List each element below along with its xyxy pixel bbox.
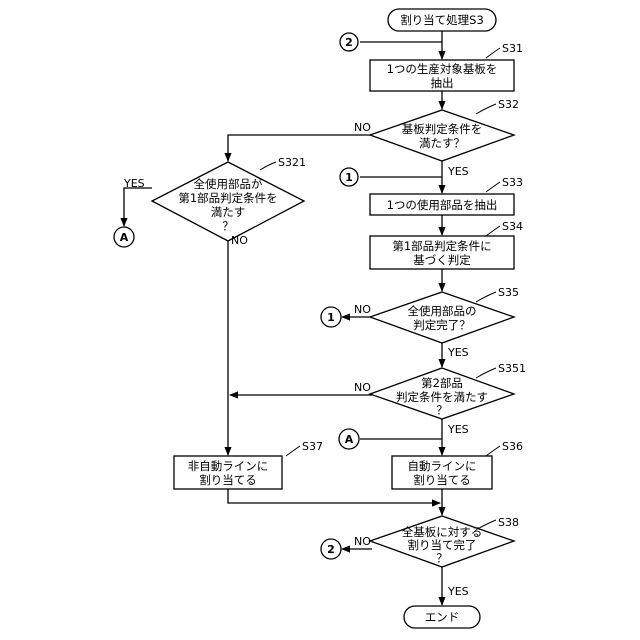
decision-s351: 第2部品 判定条件を満たす ？ S351 (370, 362, 526, 419)
connector-a-entry: A (339, 429, 359, 449)
connector-1-exit: 1 (321, 307, 341, 327)
connector-2-exit: 2 (321, 539, 341, 559)
start-label: 割り当て処理S3 (400, 13, 484, 27)
connector-a-exit: A (114, 227, 134, 247)
s351-id: S351 (498, 362, 526, 375)
s32-line1: 基板判定条件を (402, 122, 483, 136)
s32-no-label: NO (354, 121, 371, 134)
s34-line2: 基づく判定 (413, 253, 471, 267)
connector-a-entry-label: A (345, 433, 354, 446)
s31-id: S31 (502, 42, 523, 55)
s37-id: S37 (302, 440, 323, 453)
s38-line2: 割り当て完了 (408, 538, 477, 552)
s36-line2: 割り当てる (413, 473, 471, 487)
s38-line1: 全基板に対する (402, 525, 483, 539)
s351-yes-label: YES (447, 423, 469, 436)
s32-yes-label: YES (447, 165, 469, 178)
s33-id: S33 (502, 176, 523, 189)
s38-no-label: NO (354, 535, 371, 548)
decision-s38: 全基板に対する 割り当て完了 ？ S38 (370, 516, 519, 567)
connector-1-entry: 1 (340, 168, 358, 186)
s35-no-label: NO (354, 303, 371, 316)
s32-id: S32 (498, 98, 519, 111)
connector-1-exit-label: 1 (327, 311, 335, 324)
s351-line1: 第2部品 (421, 376, 463, 390)
s351-no-label: NO (354, 381, 371, 394)
s31-line1: 1つの生産対象基板を (387, 62, 498, 76)
s351-line2: 判定条件を満たす (396, 390, 488, 404)
s321-yes-label: YES (123, 177, 145, 190)
s321-no-label: NO (231, 234, 248, 247)
s34-line1: 第1部品判定条件に (392, 239, 491, 253)
s351-line3: ？ (436, 403, 448, 417)
process-s33: 1つの使用部品を抽出 S33 (370, 176, 523, 215)
s36-line1: 自動ラインに (408, 459, 477, 473)
s321-id: S321 (278, 156, 306, 169)
process-s36: 自動ラインに 割り当てる S36 (392, 440, 523, 489)
s38-yes-label: YES (447, 585, 469, 598)
end-terminal: エンド (404, 606, 480, 628)
s38-id: S38 (498, 516, 519, 529)
s32-line2: 満たす？ (419, 136, 465, 150)
s35-line2: 判定完了？ (413, 318, 471, 332)
connector-2-exit-label: 2 (327, 543, 335, 556)
s321-line4: ？ (222, 219, 234, 233)
connector-2-top-label: 2 (345, 36, 353, 49)
connector-2-top: 2 (340, 33, 358, 51)
connector-a-exit-label: A (120, 231, 129, 244)
s37-line1: 非自動ラインに (188, 459, 269, 473)
s31-line2: 抽出 (431, 76, 454, 90)
decision-s32: 基板判定条件を 満たす？ S32 (370, 98, 519, 161)
decision-s321: 全使用部品が 第1部品判定条件を 満たす ？ S321 (152, 156, 306, 241)
s37-line2: 割り当てる (199, 473, 257, 487)
s321-line3: 満たす (211, 205, 246, 219)
decision-s35: 全使用部品の 判定完了？ S35 (370, 286, 519, 343)
s36-id: S36 (502, 440, 523, 453)
s34-id: S34 (502, 220, 523, 233)
s38-line3: ？ (436, 551, 448, 565)
start-terminal: 割り当て処理S3 (388, 9, 496, 31)
s33-line1: 1つの使用部品を抽出 (387, 198, 498, 212)
process-s31: 1つの生産対象基板を 抽出 S31 (370, 42, 523, 91)
s35-line1: 全使用部品の (408, 304, 477, 318)
s35-id: S35 (498, 286, 519, 299)
process-s34: 第1部品判定条件に 基づく判定 S34 (370, 220, 523, 269)
s321-line2: 第1部品判定条件を (178, 191, 277, 205)
end-label: エンド (425, 610, 460, 624)
connector-1-entry-label: 1 (345, 171, 353, 184)
s35-yes-label: YES (447, 346, 469, 359)
s321-line1: 全使用部品が (194, 177, 263, 191)
process-s37: 非自動ラインに 割り当てる S37 (174, 440, 323, 489)
